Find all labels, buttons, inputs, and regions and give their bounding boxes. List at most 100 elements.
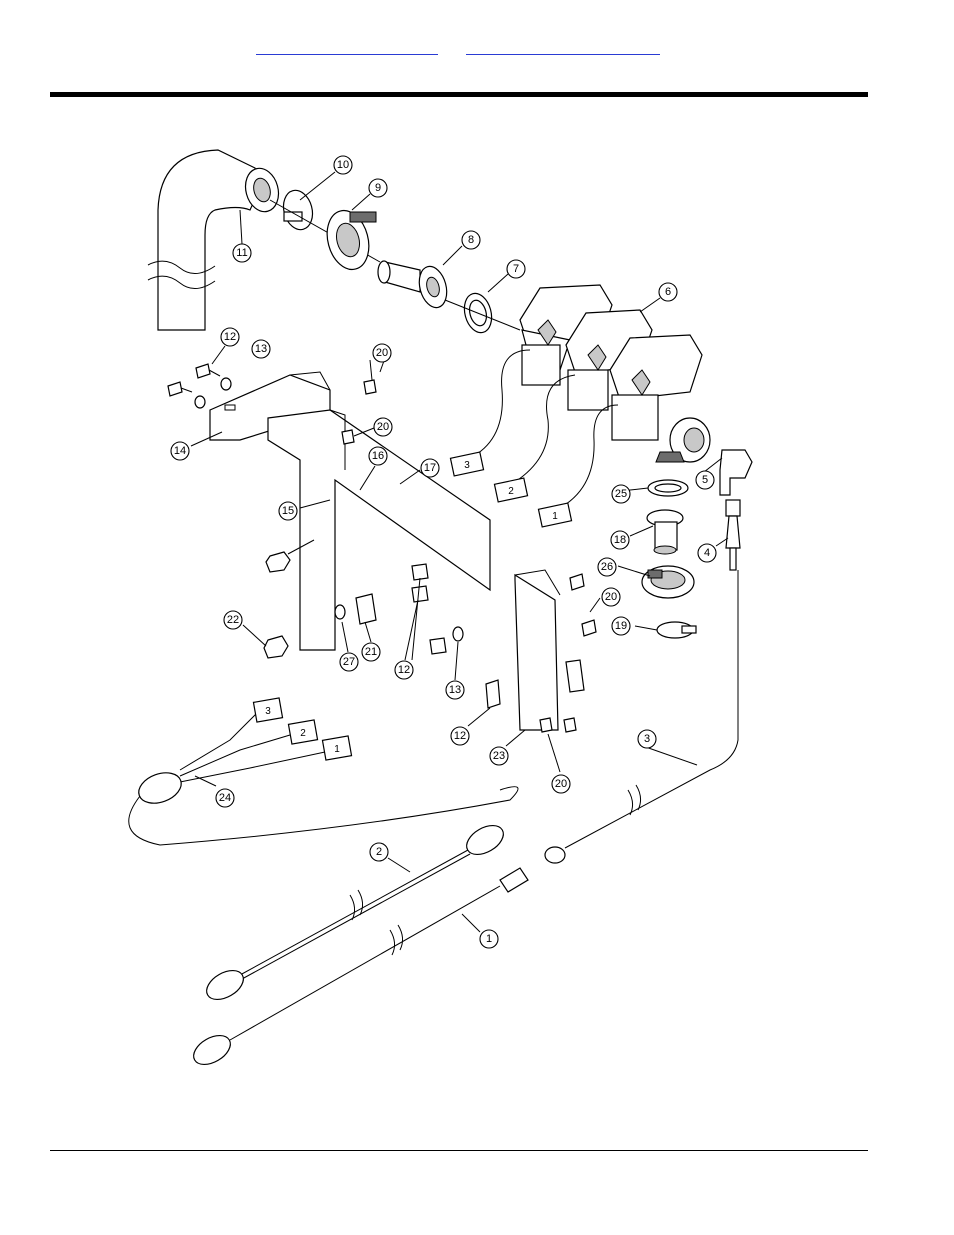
harness-tag-1-label: 1 xyxy=(334,744,340,755)
valve-bank-part xyxy=(519,284,711,463)
callout-20: 20 xyxy=(372,343,392,363)
svg-text:10: 10 xyxy=(337,159,349,171)
header-link-right[interactable] xyxy=(466,38,660,55)
leader-lines xyxy=(190,171,729,933)
svg-text:9: 9 xyxy=(375,182,381,194)
svg-text:27: 27 xyxy=(343,656,355,668)
callout-6: 6 xyxy=(658,282,678,302)
sensor-part xyxy=(725,499,741,571)
callout-12: 12 xyxy=(220,327,240,347)
svg-text:26: 26 xyxy=(601,561,613,573)
hardware-parts xyxy=(167,363,597,733)
callout-10: 10 xyxy=(333,155,353,175)
cable-2-part xyxy=(206,824,504,1001)
harness-part: 3 2 1 xyxy=(128,697,519,846)
connector-tag-1-label: 1 xyxy=(552,511,558,522)
harness-tag-2-label: 2 xyxy=(300,728,306,739)
svg-text:11: 11 xyxy=(236,247,247,259)
callout-13: 13 xyxy=(445,680,465,700)
callout-12: 12 xyxy=(394,660,414,680)
svg-text:20: 20 xyxy=(376,347,388,359)
mounting-plate-part xyxy=(267,409,491,651)
callout-15: 15 xyxy=(278,501,298,521)
connector-tag-3-label: 3 xyxy=(464,460,470,471)
svg-text:20: 20 xyxy=(605,591,617,603)
svg-text:1: 1 xyxy=(486,933,492,945)
callout-11: 11 xyxy=(232,243,252,263)
o-ring-part xyxy=(647,479,689,497)
valve-cables: 3 2 1 xyxy=(449,349,619,528)
svg-text:17: 17 xyxy=(424,462,436,474)
callout-23: 23 xyxy=(489,746,509,766)
svg-text:8: 8 xyxy=(468,234,474,246)
connector-tag-3: 3 xyxy=(449,451,485,477)
svg-text:7: 7 xyxy=(513,263,519,275)
svg-text:5: 5 xyxy=(702,474,708,486)
cable-1-part xyxy=(193,867,529,1066)
svg-text:24: 24 xyxy=(219,792,231,804)
callout-12: 12 xyxy=(450,726,470,746)
callout-22: 22 xyxy=(223,610,243,630)
svg-text:13: 13 xyxy=(449,684,461,696)
callout-5: 5 xyxy=(695,470,715,490)
callout-19: 19 xyxy=(611,616,631,636)
svg-text:22: 22 xyxy=(227,614,239,626)
connector-tag-2-label: 2 xyxy=(508,486,514,497)
coupling-part xyxy=(326,209,377,271)
connector-tag-1: 1 xyxy=(537,502,573,528)
connector-tag-2: 2 xyxy=(493,477,529,503)
callout-1: 1 xyxy=(479,929,499,949)
svg-text:18: 18 xyxy=(614,534,626,546)
elbow-fitting-part xyxy=(719,449,753,496)
svg-text:2: 2 xyxy=(376,846,382,858)
callout-9: 9 xyxy=(368,178,388,198)
callout-26: 26 xyxy=(597,557,617,577)
callout-16: 16 xyxy=(368,446,388,466)
callout-17: 17 xyxy=(420,458,440,478)
fitting-part xyxy=(377,260,448,309)
callout-8: 8 xyxy=(461,230,481,250)
callout-18: 18 xyxy=(610,530,630,550)
callout-2: 2 xyxy=(369,842,389,862)
svg-text:12: 12 xyxy=(224,331,236,343)
svg-text:19: 19 xyxy=(615,620,627,632)
hose-clamp-lower-part xyxy=(656,621,697,639)
adapter-part xyxy=(646,509,684,555)
hose-part xyxy=(147,149,280,331)
callout-20: 20 xyxy=(373,417,393,437)
footer-rule xyxy=(50,1150,868,1151)
svg-text:3: 3 xyxy=(644,733,650,745)
header-rule xyxy=(50,92,868,97)
cable-3-part xyxy=(544,570,739,864)
svg-text:20: 20 xyxy=(555,778,567,790)
svg-text:23: 23 xyxy=(493,750,505,762)
callout-21: 21 xyxy=(361,642,381,662)
svg-text:12: 12 xyxy=(454,730,466,742)
callout-20: 20 xyxy=(551,774,571,794)
callout-24: 24 xyxy=(215,788,235,808)
callout-4: 4 xyxy=(697,543,717,563)
svg-text:13: 13 xyxy=(255,343,267,355)
svg-text:25: 25 xyxy=(615,488,627,500)
header-link-left[interactable] xyxy=(256,38,438,55)
svg-text:16: 16 xyxy=(372,450,384,462)
svg-text:4: 4 xyxy=(704,547,710,559)
harness-tag-3-label: 3 xyxy=(265,706,271,717)
svg-text:12: 12 xyxy=(398,664,410,676)
break-marks xyxy=(349,784,642,956)
side-bracket-part xyxy=(514,569,561,731)
coupling-lower-part xyxy=(641,565,695,599)
callout-13: 13 xyxy=(251,339,271,359)
svg-text:6: 6 xyxy=(665,286,671,298)
callout-3: 3 xyxy=(637,729,657,749)
callout-14: 14 xyxy=(170,441,190,461)
callout-27: 27 xyxy=(339,652,359,672)
callout-7: 7 xyxy=(506,259,526,279)
svg-text:21: 21 xyxy=(365,646,377,658)
svg-text:15: 15 xyxy=(282,505,294,517)
svg-text:20: 20 xyxy=(377,421,389,433)
svg-text:14: 14 xyxy=(174,445,186,457)
callout-20: 20 xyxy=(601,587,621,607)
callout-25: 25 xyxy=(611,484,631,504)
